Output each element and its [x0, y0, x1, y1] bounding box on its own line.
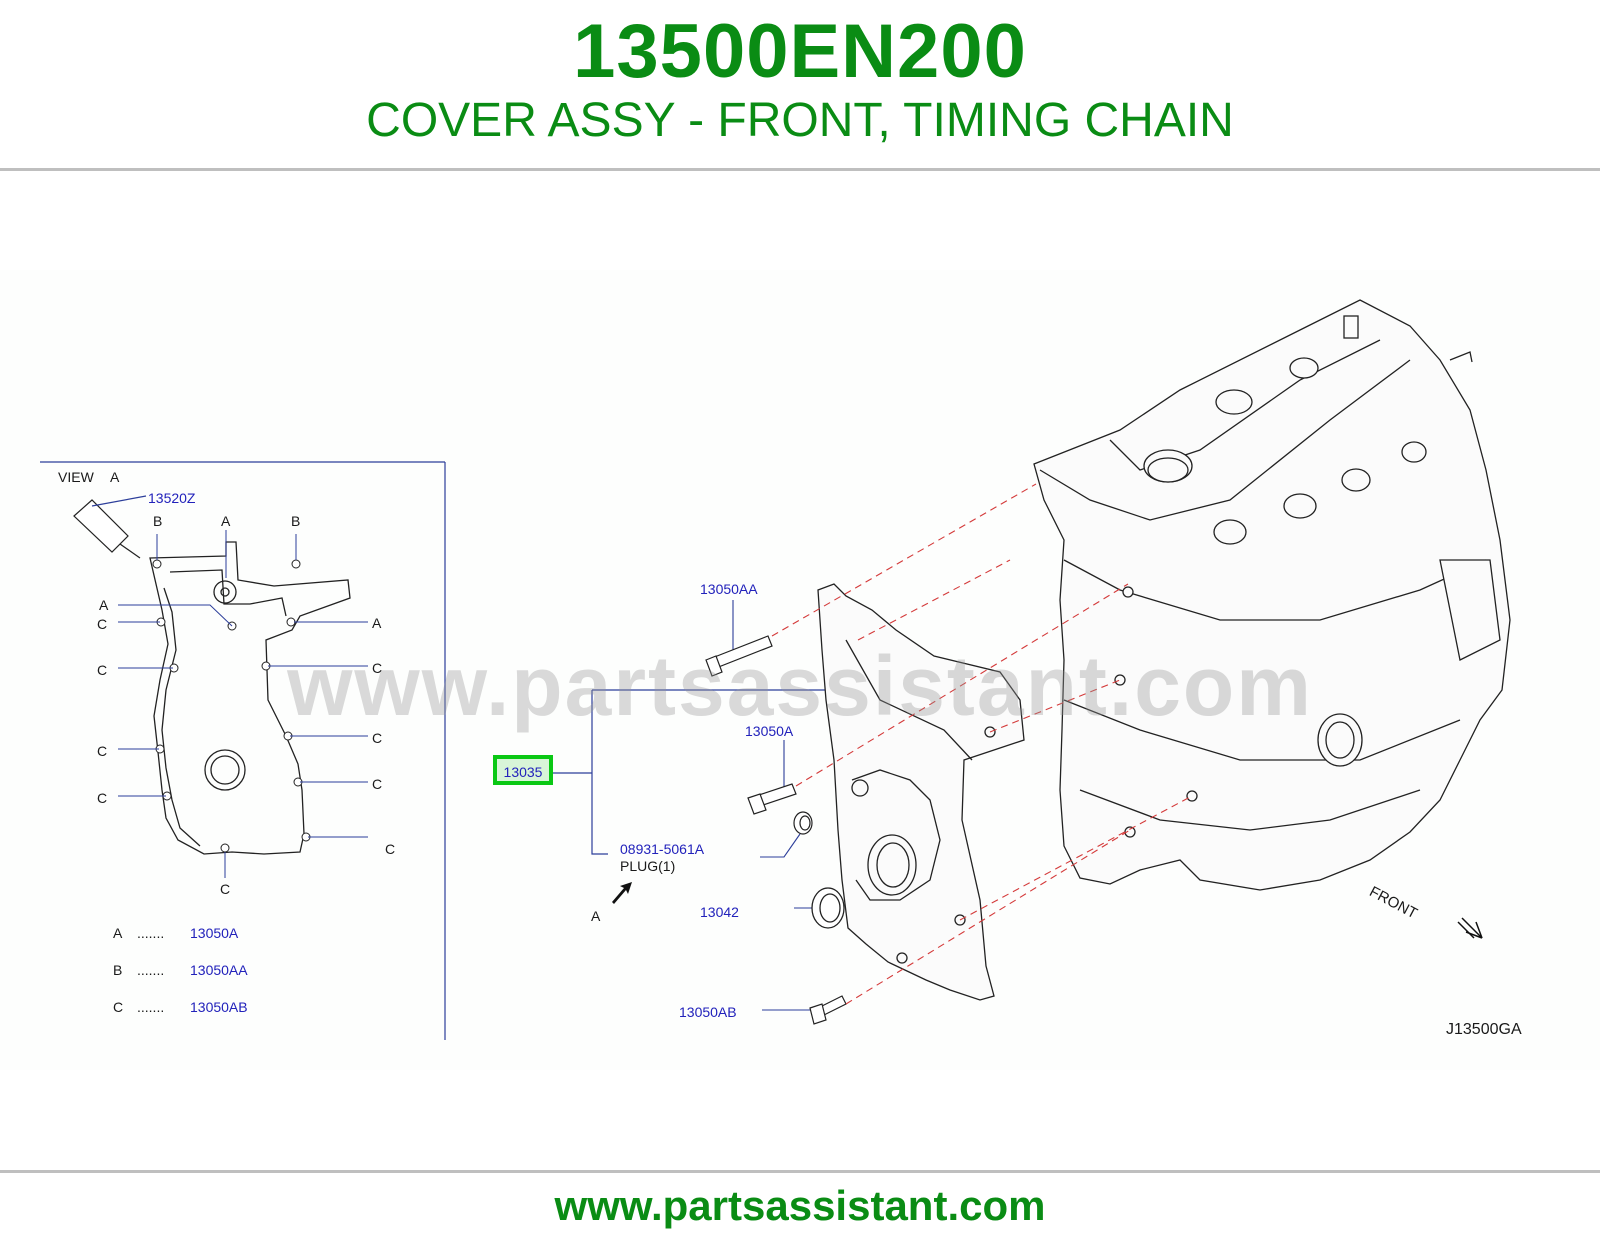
view-a-frame	[40, 461, 446, 1040]
part-description-title: COVER ASSY - FRONT, TIMING CHAIN	[366, 94, 1234, 147]
callout-13042[interactable]: 13042	[700, 904, 739, 920]
header-divider	[0, 168, 1600, 171]
view-a-bolt-holes	[152, 559, 311, 853]
legend-key-b: B	[113, 962, 123, 978]
highlighted-part-13035[interactable]: 13035	[493, 755, 553, 785]
footer-divider	[0, 1170, 1600, 1173]
legend-key-a: A	[113, 925, 123, 941]
view-a-leader-lines	[118, 530, 368, 878]
legend-part-13050aa[interactable]: 13050AA	[190, 962, 248, 978]
callout-13050a[interactable]: 13050A	[745, 723, 794, 739]
legend-dots: .......	[137, 962, 165, 978]
engine-block-drawing	[1033, 299, 1511, 891]
part-leader-lines	[732, 600, 812, 1011]
bolt-letter-a-top: A	[221, 513, 231, 529]
callout-plug-part[interactable]: 08931-5061A	[620, 841, 705, 857]
view-a-title-letter: A	[110, 469, 120, 485]
bolt-letter-b2: B	[291, 513, 301, 529]
bolt-13050ab	[809, 995, 847, 1025]
bolt-letter-c: C	[220, 881, 231, 897]
bolt-13050a	[747, 783, 797, 815]
view-arrow-label: A	[591, 908, 601, 924]
sealant-tube-icon	[73, 495, 147, 559]
plug	[793, 811, 813, 835]
oil-seal	[811, 887, 845, 929]
view-a-arrow-icon	[612, 882, 632, 904]
legend-dots: .......	[137, 925, 165, 941]
front-cover-drawing	[817, 583, 1025, 1001]
legend-part-13050ab[interactable]: 13050AB	[190, 999, 248, 1015]
legend-dots: .......	[137, 999, 165, 1015]
view-a-cover-outline	[149, 541, 351, 855]
bolt-letter-c: C	[97, 743, 108, 759]
bolt-13050aa	[705, 635, 773, 677]
bolt-letter-c: C	[97, 790, 108, 806]
callout-plug-label: PLUG(1)	[620, 858, 676, 874]
bolt-letter-c: C	[372, 776, 383, 792]
bolt-letter-b1: B	[153, 513, 163, 529]
group-bracket	[553, 689, 858, 855]
footer-url-link[interactable]: www.partsassistant.com	[554, 1182, 1046, 1229]
sealant-part-label[interactable]: 13520Z	[148, 490, 196, 506]
bolt-letter-c: C	[97, 616, 108, 632]
front-arrow-icon	[1457, 917, 1483, 939]
bolt-letter-a-left: A	[99, 597, 109, 613]
page-header: 13500EN200 COVER ASSY - FRONT, TIMING CH…	[0, 0, 1600, 168]
legend-part-13050a[interactable]: 13050A	[190, 925, 239, 941]
bolt-letter-c: C	[372, 660, 383, 676]
callout-13050aa[interactable]: 13050AA	[700, 581, 758, 597]
bolt-letter-c: C	[372, 730, 383, 746]
part-number-title: 13500EN200	[573, 9, 1027, 94]
highlighted-part-label: 13035	[503, 764, 543, 780]
view-a-title: VIEW	[58, 469, 94, 485]
bolt-letter-c: C	[385, 841, 396, 857]
bolt-letter-a-right: A	[372, 615, 382, 631]
legend-key-c: C	[113, 999, 124, 1015]
callout-13050ab[interactable]: 13050AB	[679, 1004, 737, 1020]
bolt-letter-c: C	[97, 662, 108, 678]
alignment-dashed-lines	[771, 483, 1193, 1005]
diagram-code: J13500GA	[1446, 1021, 1522, 1038]
